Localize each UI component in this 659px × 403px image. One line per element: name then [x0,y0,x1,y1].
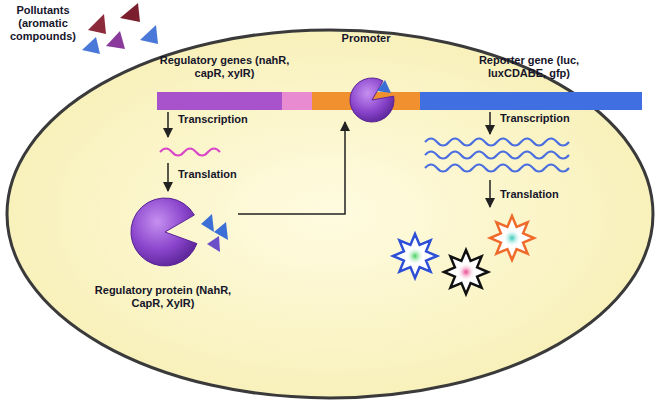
dna-segment [282,92,312,110]
pollutant-molecules [82,3,158,54]
mrna-strand [160,149,220,156]
regulatory-protein: Regulatory protein (NahR, CapR, XylR) [88,196,238,324]
pollutant-label: Pollutants (aromatic compounds) [6,4,80,43]
mrna-strand [425,139,569,146]
node-heading: Regulatory protein (NahR, CapR, XylR) [88,284,238,310]
promoter-segment: Promoter [312,28,420,122]
burst-glow [503,229,521,247]
signal-burst [444,250,488,294]
activation-arrow [238,122,345,214]
gene-segment: Regulatory genes (nahR, capR, xylR) [157,52,312,110]
inducer-triangle [214,222,228,240]
inducer-triangle [201,214,214,232]
reporter-segment: Reporter gene (luc, luxCDABE, gfp) [420,52,642,110]
mrna-strand [425,152,569,159]
signal-burst [393,234,437,278]
node-heading: Reporter gene (luc, luxCDABE, gfp) [465,54,593,80]
burst-outline [444,250,488,294]
protein-shape [131,198,197,266]
pollutant-triangle [140,25,158,44]
pollutant-triangle [106,31,125,49]
process-arrow [489,112,491,134]
burst-outline [393,234,437,278]
process-label: Transcription [178,113,268,126]
process-label: Translation [500,188,590,201]
dna-segment [312,92,420,110]
burst-glow [457,263,475,281]
regulatory-protein-shape [131,198,228,266]
cell-outline [7,30,653,398]
process-arrow [167,112,169,137]
burst-glow [406,247,424,265]
burst-outline [490,216,534,260]
process-label: Transcription [500,112,590,125]
pollutant-triangle [120,3,140,22]
process-arrow [167,163,169,191]
signal-burst [490,216,534,260]
inducer-triangle [207,236,220,252]
process-label: Translation [178,168,268,181]
pollutant-triangle [88,14,106,34]
dna-segment [157,92,282,110]
node-heading: Regulatory genes (nahR, capR, xylR) [157,54,292,80]
pollutant-triangle [82,37,100,54]
mrna-strand [425,165,569,172]
dna-segment [420,92,642,110]
node-heading: Promoter [312,32,420,45]
process-arrow [489,180,491,207]
